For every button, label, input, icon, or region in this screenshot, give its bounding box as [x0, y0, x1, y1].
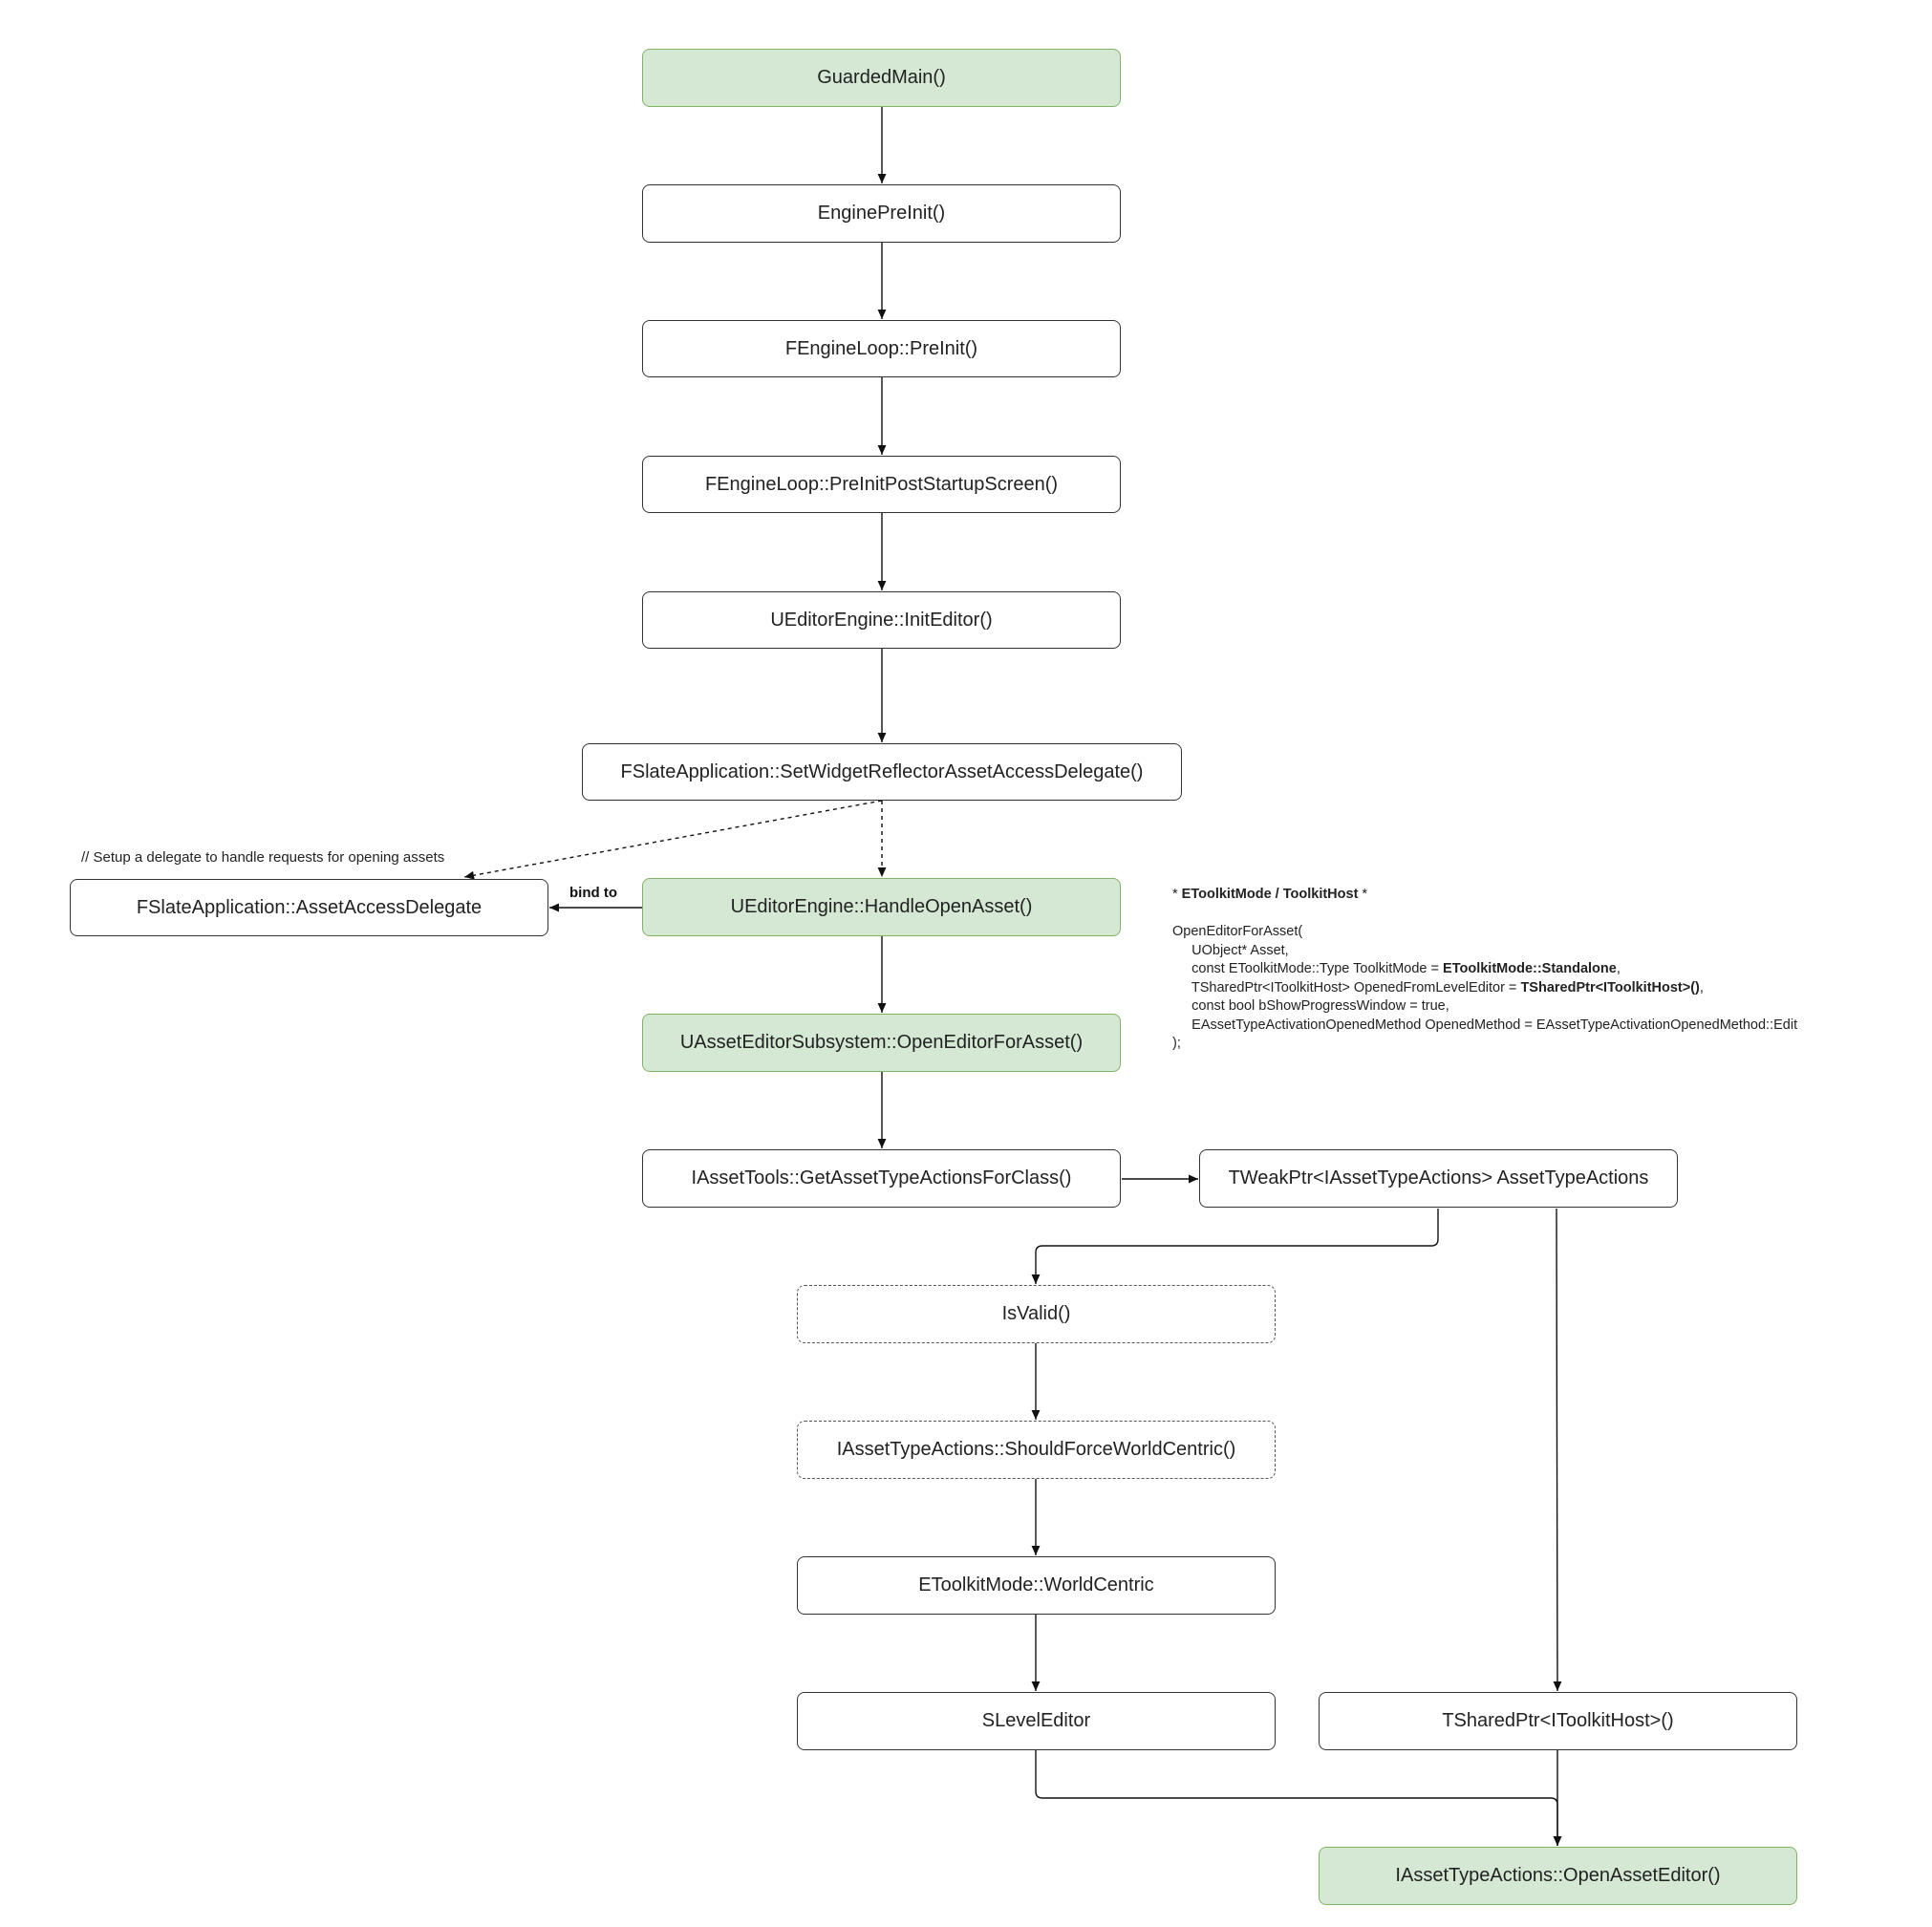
- note-param-toolkit-host: TSharedPtr<IToolkitHost> OpenedFromLevel…: [1172, 979, 1704, 996]
- note-param-opened-method: EAssetTypeActivationOpenedMethod OpenedM…: [1172, 1017, 1798, 1033]
- edge-weakptr-sharedptrhost: [1553, 1208, 1562, 1692]
- bind-to-label: bind to: [569, 885, 617, 901]
- edge-slevel-openasseteditor: [1035, 1750, 1562, 1846]
- node-preinit-post-startup: FEngineLoop::PreInitPostStartupScreen(): [642, 456, 1121, 513]
- node-world-centric: EToolkitMode::WorldCentric: [797, 1556, 1276, 1615]
- note-close: );: [1172, 1036, 1181, 1051]
- node-init-editor: UEditorEngine::InitEditor(): [642, 591, 1121, 649]
- edge-reflector-assetaccessdelegate: [463, 800, 883, 880]
- node-get-asset-type-actions: IAssetTools::GetAssetTypeActionsForClass…: [642, 1149, 1121, 1208]
- open-editor-signature-note: * EToolkitMode / ToolkitHost * OpenEdito…: [1172, 886, 1797, 1054]
- note-param-toolkit-mode: const EToolkitMode::Type ToolkitMode = E…: [1172, 961, 1621, 976]
- node-weak-ptr-asset-type-actions: TWeakPtr<IAssetTypeActions> AssetTypeAct…: [1199, 1149, 1678, 1208]
- node-slevel-editor: SLevelEditor: [797, 1692, 1276, 1750]
- note-param-progress: const bool bShowProgressWindow = true,: [1172, 998, 1449, 1014]
- node-should-force-world-centric: IAssetTypeActions::ShouldForceWorldCentr…: [797, 1421, 1276, 1479]
- node-handle-open-asset: UEditorEngine::HandleOpenAsset(): [642, 878, 1121, 936]
- node-asset-access-delegate: FSlateApplication::AssetAccessDelegate: [70, 879, 548, 936]
- edge-weakptr-isvalid: [1031, 1209, 1439, 1284]
- node-open-editor-for-asset: UAssetEditorSubsystem::OpenEditorForAsse…: [642, 1014, 1121, 1072]
- note-param-asset: UObject* Asset,: [1172, 942, 1289, 958]
- delegate-comment: // Setup a delegate to handle requests f…: [81, 849, 445, 866]
- node-open-asset-editor: IAssetTypeActions::OpenAssetEditor(): [1319, 1847, 1797, 1905]
- node-engine-preinit: EnginePreInit(): [642, 184, 1121, 243]
- note-header: * EToolkitMode / ToolkitHost *: [1172, 887, 1368, 902]
- node-set-widget-reflector: FSlateApplication::SetWidgetReflectorAss…: [582, 743, 1182, 801]
- note-spacer: [1172, 905, 1797, 924]
- node-guarded-main: GuardedMain(): [642, 49, 1121, 107]
- node-is-valid: IsValid(): [797, 1285, 1276, 1343]
- note-signature: OpenEditorForAsset(: [1172, 924, 1303, 939]
- node-engine-loop-preinit: FEngineLoop::PreInit(): [642, 320, 1121, 377]
- node-shared-ptr-toolkit-host: TSharedPtr<IToolkitHost>(): [1319, 1692, 1797, 1750]
